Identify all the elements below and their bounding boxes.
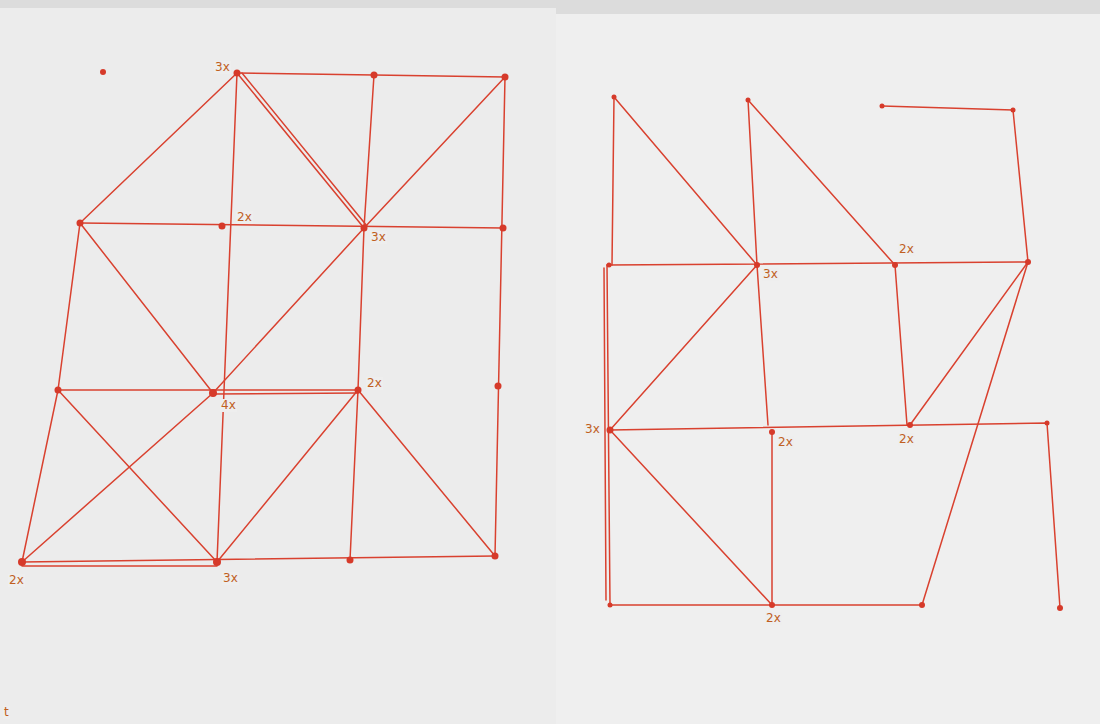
vertex-label: 3x <box>762 268 779 281</box>
graph-edge <box>58 389 358 391</box>
graph-edge <box>612 97 614 265</box>
vertex-dot <box>495 383 502 390</box>
graph-edge <box>22 565 217 567</box>
vertex-dot <box>907 422 913 428</box>
vertex-label: 2x <box>898 243 915 256</box>
vertex-dot <box>919 602 925 608</box>
vertex-dot <box>492 553 499 560</box>
graph-edge <box>910 262 1028 425</box>
graph-edge <box>610 604 922 606</box>
graph-edge <box>217 390 358 562</box>
vertex-dot <box>371 72 378 79</box>
graph-edge <box>237 73 364 228</box>
left-sheet <box>0 8 556 724</box>
vertex-label: 2x <box>236 211 253 224</box>
vertex-dot <box>209 389 217 397</box>
vertex-label: 4x <box>220 399 237 412</box>
vertex-dot <box>213 558 221 566</box>
graph-edge <box>80 223 213 393</box>
graph-edge <box>610 423 1060 608</box>
vertex-dot <box>219 223 226 230</box>
vertex-dot <box>769 429 775 435</box>
vertex-dot <box>355 387 362 394</box>
graph-edge <box>604 268 606 600</box>
graph-edge <box>922 262 1028 605</box>
vertex-dot <box>880 104 885 109</box>
graph-edge <box>495 77 505 556</box>
vertex-label: t <box>3 706 10 719</box>
vertex-dot <box>361 225 368 232</box>
vertex-dot <box>1045 421 1050 426</box>
vertex-label: 3x <box>370 231 387 244</box>
vertex-dot <box>347 557 354 564</box>
vertex-dot <box>234 70 241 77</box>
graph-edge <box>607 265 610 605</box>
vertex-dot <box>746 98 751 103</box>
vertex-dot <box>608 603 613 608</box>
vertex-label: 2x <box>777 436 794 449</box>
graph-edge <box>610 265 757 430</box>
graph-edge <box>22 223 80 562</box>
graph-edge <box>748 100 768 425</box>
vertex-dot <box>607 427 614 434</box>
vertex-label: 3x <box>222 572 239 585</box>
graph-edge <box>610 430 772 605</box>
vertex-dot <box>100 69 106 75</box>
vertex-dot <box>1057 605 1063 611</box>
graph-edge <box>364 75 374 228</box>
graph-edge <box>607 262 1028 265</box>
graph-vertices <box>18 69 1063 611</box>
graph-edge <box>213 393 358 394</box>
vertex-label: 2x <box>366 377 383 390</box>
vertex-dot <box>892 262 898 268</box>
graph-edge <box>58 390 217 562</box>
vertex-label: 2x <box>765 612 782 625</box>
vertex-dot <box>502 74 509 81</box>
vertex-dot <box>1011 108 1016 113</box>
graph-edge <box>80 73 237 223</box>
vertex-dot <box>500 225 507 232</box>
graph-edge <box>242 73 367 226</box>
vertex-label: 2x <box>8 574 25 587</box>
graph-edge <box>882 106 1028 262</box>
graph-edge <box>614 97 757 265</box>
graph-edge <box>358 390 495 556</box>
right-sheet <box>556 14 1100 724</box>
graph-edge <box>771 432 773 605</box>
vertex-dot <box>607 263 612 268</box>
graph-edges <box>22 73 1060 608</box>
vertex-dot <box>77 220 84 227</box>
graph-edge <box>22 556 495 562</box>
graph-edge <box>22 77 505 562</box>
vertex-label: 3x <box>584 423 601 436</box>
vertex-label: 3x <box>214 61 231 74</box>
vertex-dot <box>754 262 760 268</box>
graph-edge <box>895 265 907 425</box>
graph-edge <box>80 223 503 228</box>
graph-edge <box>748 100 895 265</box>
vertex-dot <box>769 602 775 608</box>
vertex-dot <box>55 387 62 394</box>
vertex-dot <box>1025 259 1031 265</box>
vertex-dot <box>18 558 26 566</box>
vertex-label: 2x <box>898 433 915 446</box>
vertex-dot <box>612 95 617 100</box>
graph-edge <box>217 73 237 562</box>
